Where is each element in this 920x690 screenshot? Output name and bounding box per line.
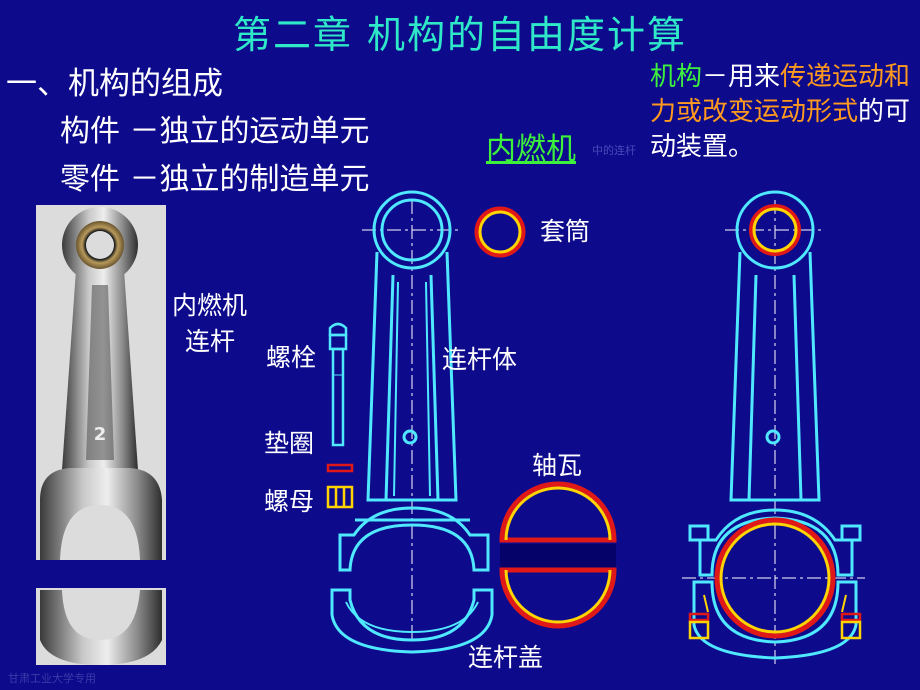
sleeve-label: 套筒	[540, 217, 591, 246]
component-definition: 构件 －独立的运动单元	[60, 114, 370, 149]
bearing-drawing	[499, 481, 617, 629]
assembled-rod-drawing	[682, 190, 865, 665]
rod-body-drawing	[338, 190, 490, 640]
nut-drawing	[326, 485, 354, 509]
footer-watermark: 甘肃工业大学专用	[8, 672, 96, 685]
bearing-label: 轴瓦	[532, 451, 583, 480]
rod-name-line2: 连杆	[185, 327, 236, 356]
sleeve-drawing	[474, 206, 526, 258]
mechanism-definition: 机构－用来传递运动和力或改变运动形式的可动装置。	[650, 60, 918, 165]
faint-caption: 中的连杆	[592, 144, 636, 157]
definition-term: 机构	[650, 62, 703, 92]
section-heading: 一、机构的组成	[6, 66, 223, 102]
rod-name-line1: 内燃机	[172, 291, 248, 320]
svg-text:2: 2	[94, 424, 107, 445]
definition-phrase: 传递运动和力或改变运动形式	[650, 62, 911, 127]
nut-label: 螺母	[264, 487, 315, 516]
cap-label: 连杆盖	[468, 643, 544, 672]
washer-drawing	[326, 463, 354, 473]
rod-photo: 2	[36, 205, 166, 665]
bolt-label: 螺栓	[266, 343, 317, 372]
washer-label: 垫圈	[264, 429, 315, 458]
rod-cap-drawing	[330, 588, 494, 654]
page-title: 第二章 机构的自由度计算	[232, 13, 688, 57]
bolt-drawing	[328, 322, 348, 447]
part-definition: 零件 －独立的制造单元	[60, 162, 370, 197]
definition-dash: －用来	[702, 62, 781, 92]
definition-rest: 的可动装置。	[650, 97, 911, 162]
engine-link[interactable]: 内燃机	[486, 132, 576, 167]
rod-body-label: 连杆体	[442, 345, 518, 374]
